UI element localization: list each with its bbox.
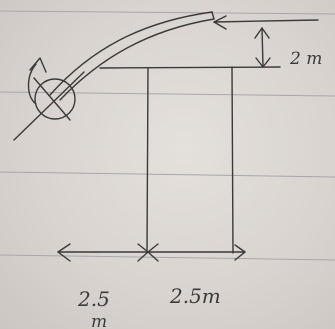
ruled-line bbox=[0, 91, 335, 97]
ruled-lines bbox=[0, 10, 335, 261]
bottom-arrowhead-left bbox=[57, 243, 71, 262]
ramp-curve-inner bbox=[59, 18, 215, 101]
pivot-wheel-icon bbox=[13, 57, 85, 141]
bottom-right-value-label: 2.5m bbox=[169, 284, 221, 308]
height-arrowhead-top bbox=[254, 27, 270, 39]
ruled-line bbox=[0, 10, 335, 15]
box-top-line bbox=[99, 66, 281, 69]
top-arrowhead bbox=[213, 15, 227, 30]
bottom-left-value-label: 2.5 bbox=[77, 287, 110, 311]
height-label: 2 m bbox=[289, 49, 322, 69]
ramp-tip bbox=[211, 11, 215, 20]
ruled-line bbox=[0, 171, 335, 178]
ruled-line bbox=[0, 254, 335, 261]
height-dimension-line bbox=[261, 27, 264, 67]
bottom-mid-arrowhead-2 bbox=[147, 243, 159, 262]
ramp-curve-outer bbox=[49, 11, 213, 96]
box-right-side bbox=[231, 66, 234, 254]
top-reference-line bbox=[213, 19, 319, 23]
bottom-left-unit-label: m bbox=[91, 312, 107, 329]
height-arrowhead-bottom bbox=[255, 57, 271, 68]
box-left-side bbox=[146, 67, 149, 253]
bottom-arrowhead-right bbox=[234, 244, 246, 261]
